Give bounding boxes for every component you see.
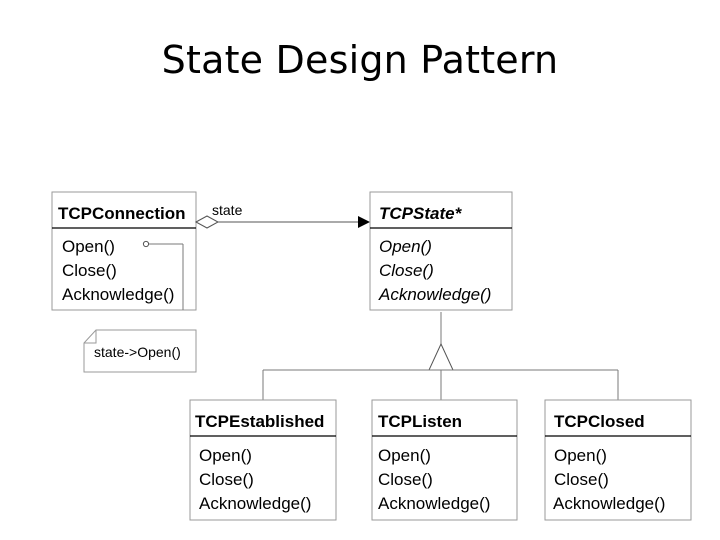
class-tcpstate: TCPState* Open() Close() Acknowledge() [369,191,513,311]
class-name: TCPEstablished [195,412,324,431]
note-outline [83,329,197,373]
class-tcplisten: TCPListen Open() Close() Acknowledge() [371,399,518,521]
arrowhead-icon [358,216,370,228]
note-text: state->Open() [94,344,181,360]
class-box [371,399,518,521]
method-open: Open() [554,446,607,465]
method-close: Close() [199,470,254,489]
method-open: Open() [62,237,115,256]
method-acknowledge: Acknowledge() [378,494,490,513]
class-tcpestablished: TCPEstablished Open() Close() Acknowledg… [189,399,337,521]
method-acknowledge: Acknowledge() [378,285,491,304]
class-tcpconnection: TCPConnection Open() Close() Acknowledge… [51,191,197,311]
class-tcpclosed: TCPClosed Open() Close() Acknowledge() [544,399,692,521]
method-close: Close() [379,261,434,280]
class-box [369,191,513,311]
method-close: Close() [62,261,117,280]
class-name: TCPConnection [58,204,186,223]
class-name: TCPListen [378,412,462,431]
class-box [544,399,692,521]
class-name: TCPState* [379,204,463,223]
class-box [189,399,337,521]
method-open: Open() [199,446,252,465]
method-acknowledge: Acknowledge() [62,285,174,304]
method-acknowledge: Acknowledge() [553,494,665,513]
method-open: Open() [378,446,431,465]
association-label: state [212,202,243,218]
method-close: Close() [554,470,609,489]
note-anchor-circle [142,240,150,248]
method-acknowledge: Acknowledge() [199,494,311,513]
class-name: TCPClosed [554,412,645,431]
slide-title: State Design Pattern [161,38,559,82]
note-fold [84,330,97,344]
class-box [51,191,197,311]
inheritance-triangle-icon [428,342,454,371]
method-open: Open() [379,237,432,256]
method-close: Close() [378,470,433,489]
note-box: state->Open() [83,329,197,373]
